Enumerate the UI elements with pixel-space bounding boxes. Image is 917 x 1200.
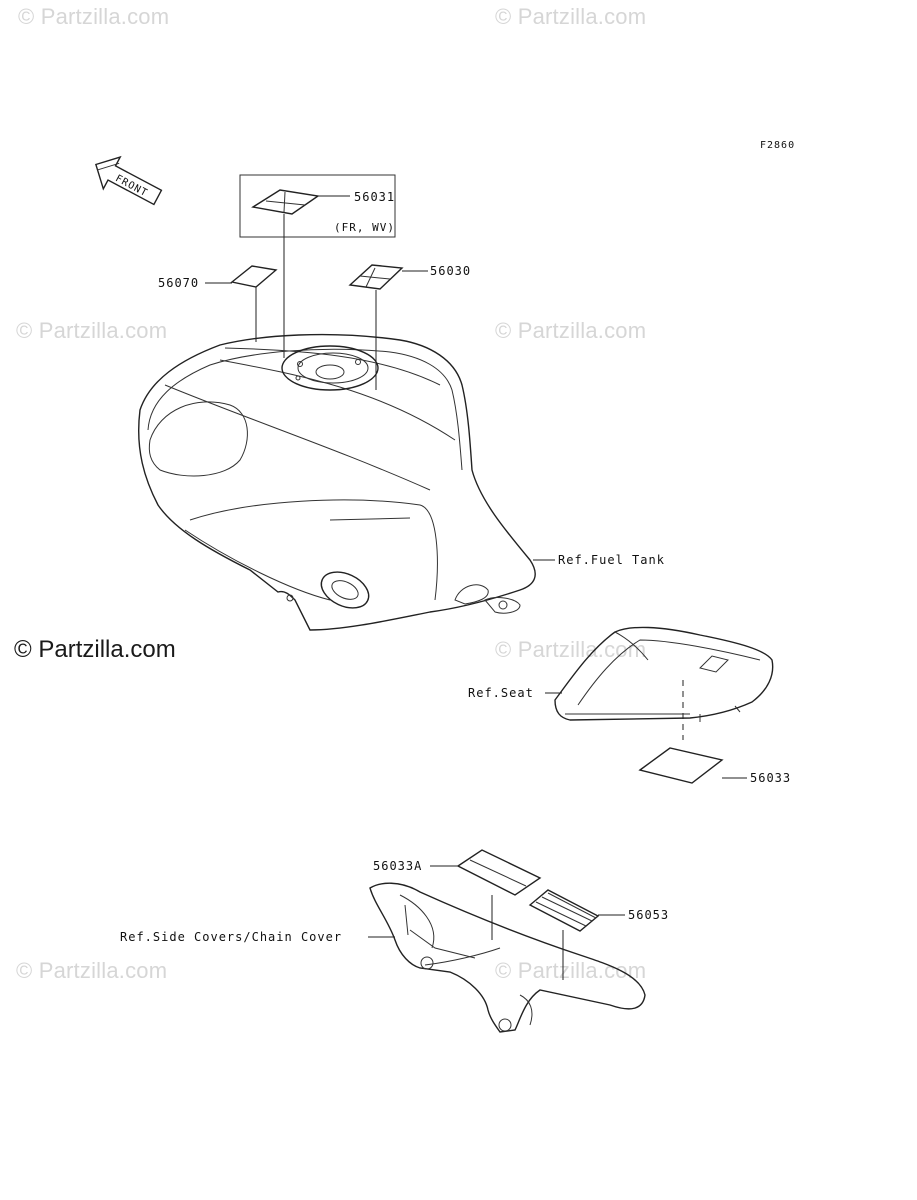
watermark-bottom-left: © Partzilla.com [16,958,168,983]
seat-drawing [554,626,774,722]
decal-56053 [528,889,600,932]
watermark-top-left: © Partzilla.com [18,4,170,29]
ref-fuel-tank[interactable]: Ref.Fuel Tank [558,553,665,567]
decal-56033A [456,849,542,896]
watermark-mid-left: © Partzilla.com [16,318,168,343]
watermark-top-center: © Partzilla.com [495,4,647,29]
front-arrow-icon: FRONT [94,155,163,206]
callout-box-56031 [239,174,396,238]
ref-side-covers[interactable]: Ref.Side Covers/Chain Cover [120,930,343,944]
figure-code: F2860 [760,140,796,151]
watermark-mid-center: © Partzilla.com [495,318,647,343]
decal-56033 [638,747,724,784]
ref-seat[interactable]: Ref.Seat [468,686,534,700]
part-number-56070[interactable]: 56070 [158,276,200,290]
watermark-low-center: © Partzilla.com [495,637,647,662]
decal-56030 [348,264,404,290]
part-number-56053[interactable]: 56053 [628,908,670,922]
part-number-56030[interactable]: 56030 [430,264,472,278]
part-number-56031[interactable]: 56031 [354,190,396,204]
part-number-56033A[interactable]: 56033A [373,859,423,873]
fuel-tank-drawing [137,333,536,631]
part-number-56033[interactable]: 56033 [750,771,792,785]
watermark-main: © Partzilla.com [14,636,176,663]
decal-56070 [230,265,278,288]
part-note-56031: (FR, WV) [334,221,395,234]
chain-cover-drawing [369,882,646,1033]
decal-56031 [251,189,320,215]
